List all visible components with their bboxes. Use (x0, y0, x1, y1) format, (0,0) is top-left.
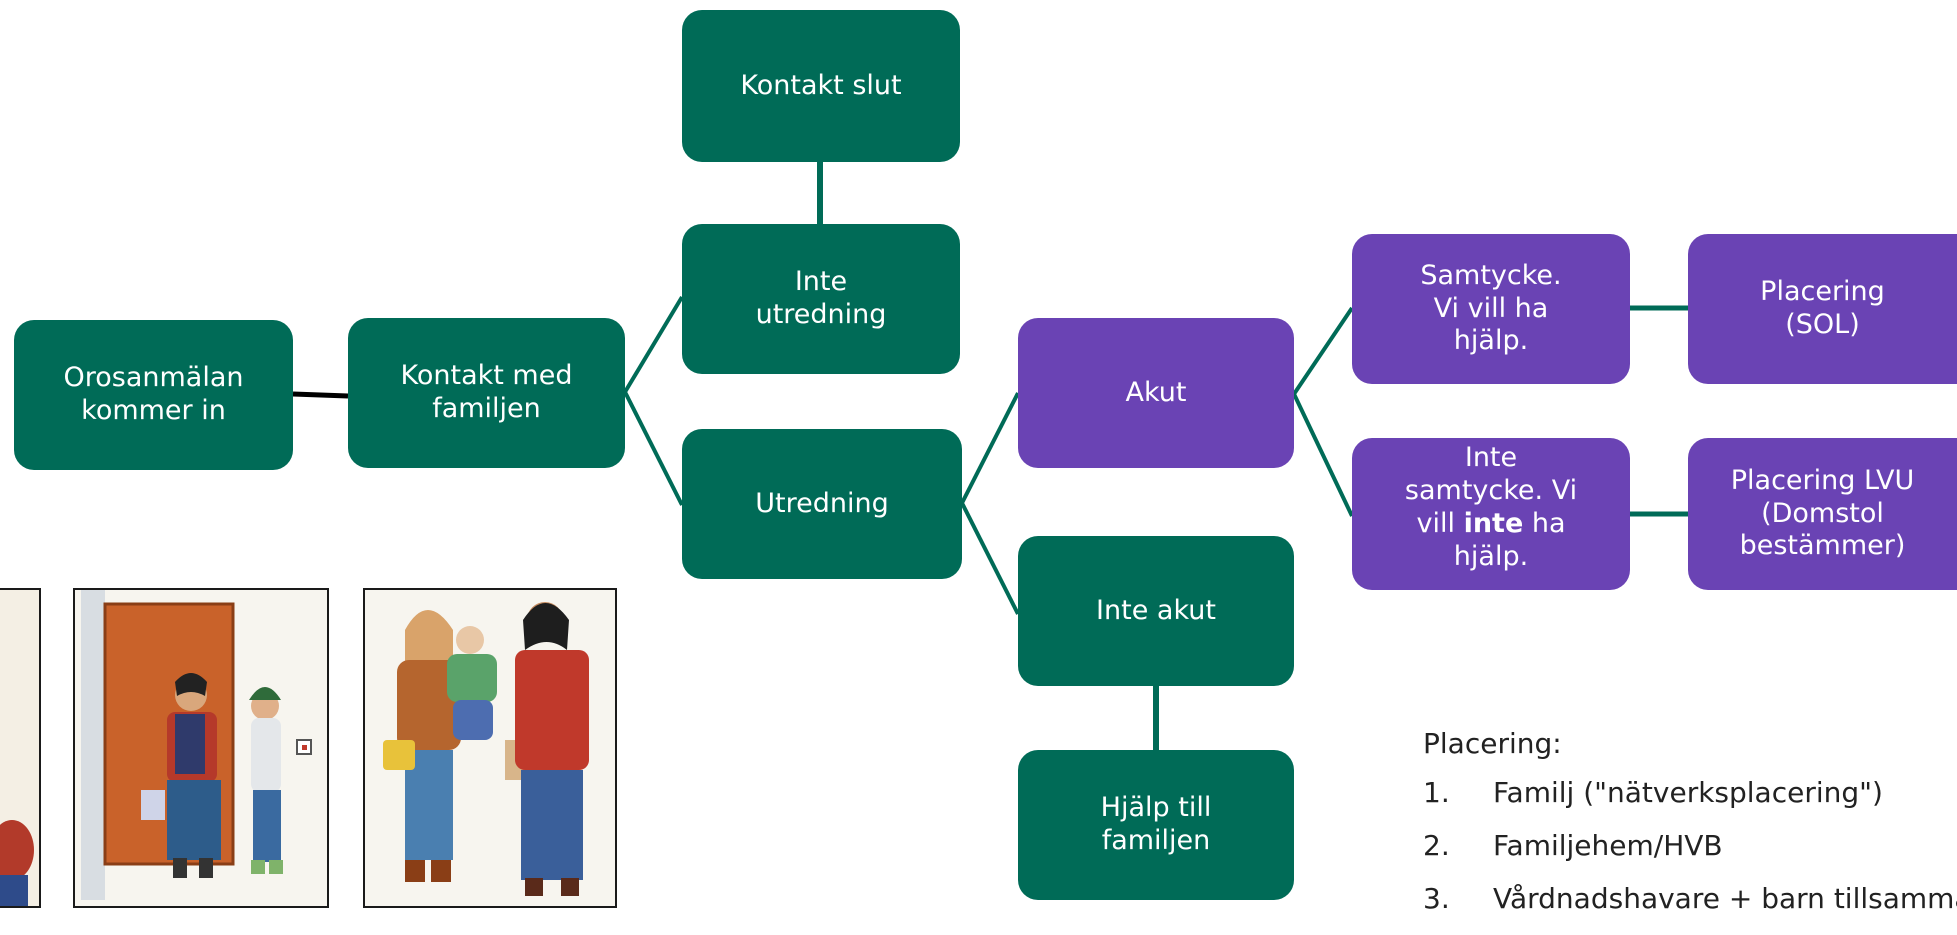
node-placering-lvu-label: Placering LVU (Domstol bestämmer) (1730, 464, 1915, 562)
node-placering-sol: Placering (SOL) (1688, 234, 1957, 384)
node-kontakt-slut-label: Kontakt slut (740, 69, 902, 101)
node-samtycke-label: Samtycke. Vi vill ha hjälp. (1420, 259, 1562, 357)
comic-panel-2 (73, 588, 329, 908)
line-akut-intesamtycke (1292, 393, 1354, 517)
legend-item-number: 1. (1423, 776, 1450, 809)
line-akut-samtycke (1292, 306, 1354, 396)
line-orosanmalan-kontakt (292, 391, 349, 399)
legend-title: Placering: (1423, 727, 1562, 760)
node-inte-samtycke-label: Inte samtycke. Vi vill inte ha hjälp. (1405, 442, 1577, 574)
legend-item: 2. Familjehem/HVB (1423, 829, 1957, 882)
comic-panel-3 (363, 588, 617, 908)
connector-lines (292, 162, 1688, 750)
legend-item-text: Familjehem/HVB (1493, 829, 1723, 862)
comic-panel-1 (0, 588, 41, 908)
inte-samtycke-text-a: Inte samtycke. Vi vill (1404, 442, 1578, 539)
node-utredning-label: Utredning (755, 487, 889, 519)
node-utredning: Utredning (682, 429, 962, 579)
line-kontakt-utredning (623, 391, 684, 506)
line-kontakt-inteutredning (623, 295, 684, 394)
node-kontakt-familjen-label: Kontakt med familjen (400, 360, 573, 424)
illustration-1 (0, 590, 39, 906)
node-akut-label: Akut (1125, 376, 1187, 408)
node-samtycke: Samtycke. Vi vill ha hjälp. (1352, 234, 1630, 384)
node-kontakt-slut: Kontakt slut (682, 10, 960, 162)
inte-samtycke-text-b: ha hjälp. (1453, 507, 1566, 572)
legend-list: 1. Familj ("nätverksplacering") 2. Familje… (1423, 776, 1957, 935)
illustration-3 (365, 590, 615, 906)
legend-item-text: Familj ("nätverksplacering") (1493, 776, 1883, 809)
line-utredning-inteakut (960, 502, 1020, 615)
line-utredning-akut (960, 392, 1020, 504)
node-orosanmalan-label: Orosanmälan kommer in (63, 362, 244, 426)
node-inte-utredning-label: Inte utredning (755, 266, 887, 330)
legend-item: 1. Familj ("nätverksplacering") (1423, 776, 1957, 829)
node-kontakt-familjen: Kontakt med familjen (348, 318, 625, 468)
node-placering-lvu: Placering LVU (Domstol bestämmer) (1688, 438, 1957, 590)
legend-item: 3. Vårdnadshavare + barn tillsammans (1423, 882, 1957, 935)
node-inte-samtycke: Inte samtycke. Vi vill inte ha hjälp. (1352, 438, 1630, 590)
node-hjalp-familjen: Hjälp till familjen (1018, 750, 1294, 900)
legend-item-text: Vårdnadshavare + barn tillsammans (1493, 882, 1957, 915)
legend-item-number: 2. (1423, 829, 1450, 862)
illustration-2 (75, 590, 327, 906)
node-inte-utredning: Inte utredning (682, 224, 960, 374)
legend-item-number: 3. (1423, 882, 1450, 915)
node-orosanmalan: Orosanmälan kommer in (14, 320, 293, 470)
node-akut: Akut (1018, 318, 1294, 468)
node-placering-sol-label: Placering (SOL) (1760, 276, 1885, 340)
inte-samtycke-text-bold: inte (1463, 507, 1524, 539)
node-inte-akut-label: Inte akut (1096, 594, 1216, 626)
node-hjalp-familjen-label: Hjälp till familjen (1100, 792, 1212, 856)
node-inte-akut: Inte akut (1018, 536, 1294, 686)
